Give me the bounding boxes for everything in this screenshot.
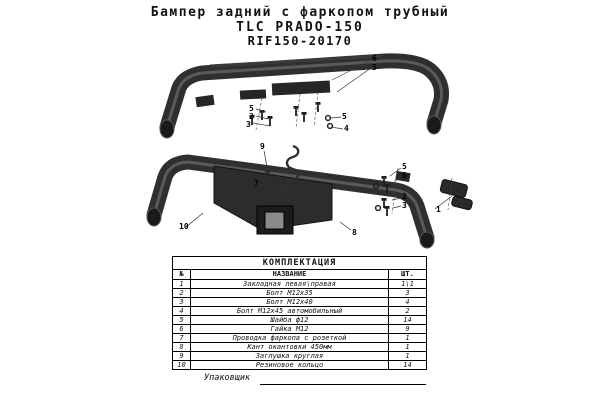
- part-number: 8: [172, 342, 191, 352]
- packer-label: Упаковщик: [204, 373, 251, 383]
- tow-hitch-receiver: [256, 205, 294, 235]
- top-view-hardware: [248, 91, 334, 131]
- part-name: Заглушка круглая: [190, 351, 389, 361]
- page-title: Бампер задний с фаркопом трубный: [150, 5, 450, 20]
- part-qty: 9: [388, 324, 427, 334]
- part-name: Закладная левая\правая: [190, 279, 389, 289]
- part-qty: 14: [388, 315, 427, 325]
- part-number: 4: [172, 306, 191, 316]
- part-number: 1: [172, 279, 191, 289]
- parts-table-title: КОМПЛЕКТАЦИЯ: [172, 256, 427, 270]
- callout-label: 9: [260, 142, 265, 151]
- packer-signature-line: [260, 384, 426, 385]
- part-number: 9: [172, 351, 191, 361]
- callout-label: 7: [254, 179, 259, 188]
- part-number-title: RIF150-20170: [247, 34, 353, 48]
- part-number: 10: [172, 360, 191, 370]
- part-qty: 3: [388, 288, 427, 298]
- part-name: Шайба ф12: [190, 315, 389, 325]
- callout-label: 4: [344, 124, 349, 133]
- callout-label: 1: [436, 205, 441, 214]
- part-name: Болт М12х35: [190, 288, 389, 298]
- part-name: Болт М12х45 автомобильный: [190, 306, 389, 316]
- leader-lines: [185, 59, 453, 231]
- part-number: 6: [172, 324, 191, 334]
- part-name: Проводка фаркопа с розеткой: [190, 333, 389, 343]
- callout-label: 5: [372, 63, 377, 72]
- round-plug: [264, 166, 272, 174]
- part-name: Кант окантовки 450мм: [190, 342, 389, 352]
- wiring-coil: [278, 144, 300, 194]
- col-name: НАЗВАНИЕ: [190, 269, 389, 280]
- part-number: 2: [172, 288, 191, 298]
- model-title: TLC PRADO-150: [236, 20, 364, 35]
- part-qty: 1: [388, 351, 427, 361]
- callout-label: 2: [249, 112, 254, 121]
- bottom-view-tube: [146, 154, 435, 249]
- col-qty: ШТ.: [388, 269, 427, 280]
- part-name: Резиновое кольцо: [190, 360, 389, 370]
- callout-label: 3: [402, 201, 407, 210]
- mount-brackets: [372, 167, 473, 217]
- part-qty: 1: [388, 342, 427, 352]
- callout-label: 5: [342, 112, 347, 121]
- part-qty: 14: [388, 360, 427, 370]
- part-qty: 1: [388, 333, 427, 343]
- part-name: Гайка М12: [190, 324, 389, 334]
- callout-label: 10: [179, 222, 189, 231]
- callout-label: 2: [402, 192, 407, 201]
- callout-label: 5: [249, 104, 254, 113]
- top-view-tube: [159, 53, 449, 139]
- col-number: №: [172, 269, 191, 280]
- callout-label: 8: [352, 228, 357, 237]
- part-number: 5: [172, 315, 191, 325]
- part-number: 3: [172, 297, 191, 307]
- callout-label: 5: [402, 162, 407, 171]
- callout-label: 6: [402, 171, 407, 180]
- part-qty: 2: [388, 306, 427, 316]
- part-qty: 4: [388, 297, 427, 307]
- part-qty: 1\1: [388, 279, 427, 289]
- callout-label: 6: [372, 54, 377, 63]
- part-number: 7: [172, 333, 191, 343]
- part-name: Болт М12х40: [190, 297, 389, 307]
- callout-label: 3: [246, 120, 251, 129]
